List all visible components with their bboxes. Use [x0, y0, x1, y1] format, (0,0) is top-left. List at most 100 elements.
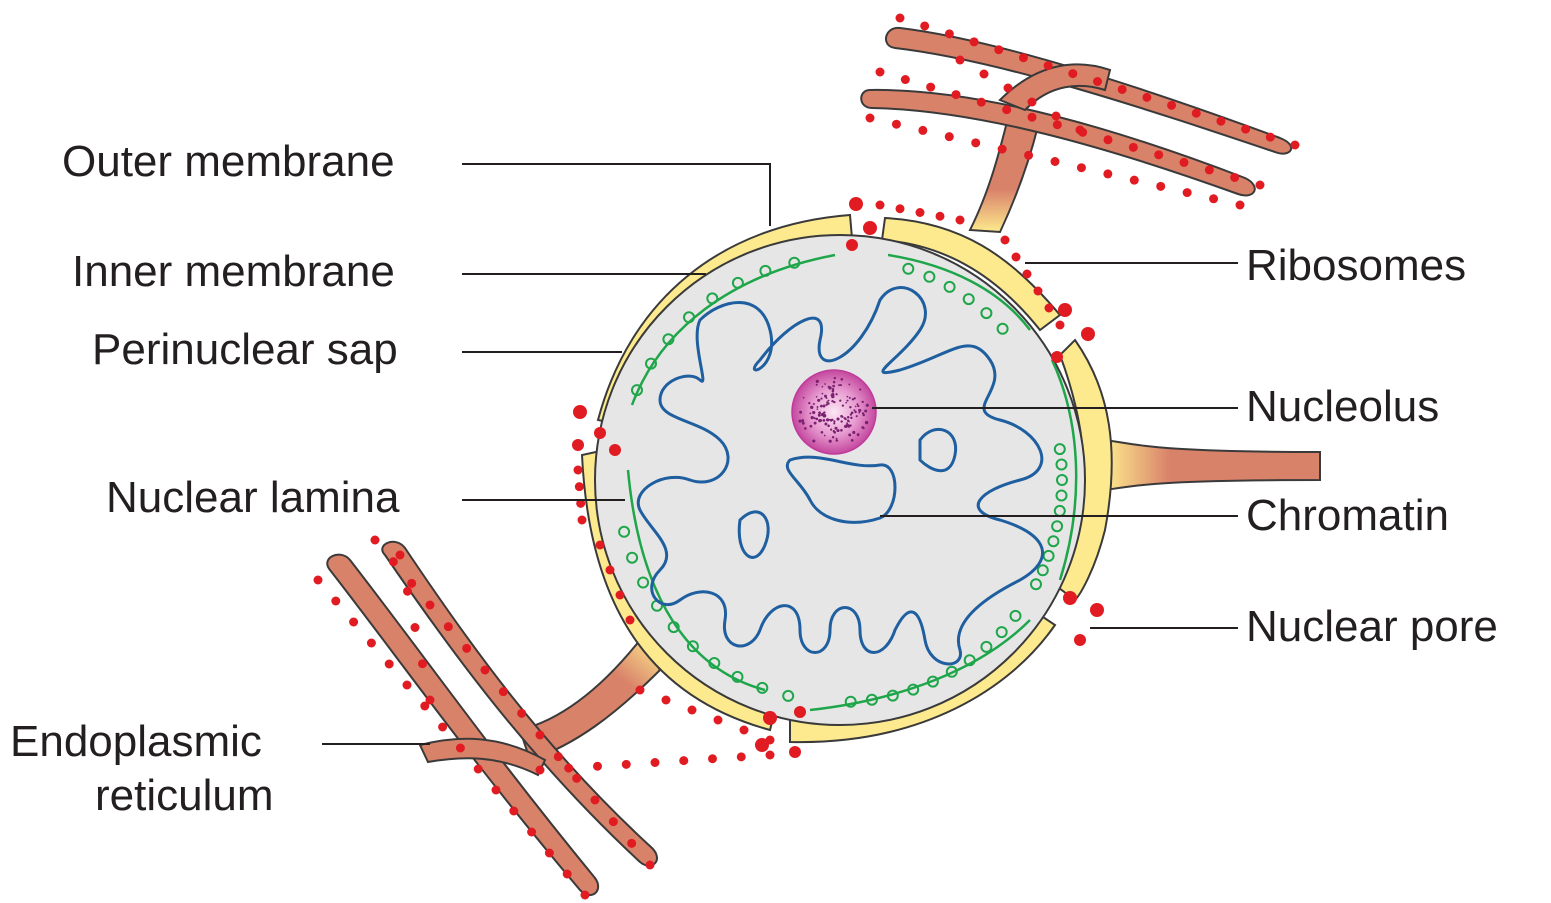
nucleolus-granule	[840, 384, 842, 386]
nucleolus-granule	[826, 418, 829, 421]
nucleolus-granule	[836, 438, 838, 440]
nucleolus-granule	[813, 403, 815, 405]
nucleolus-granule	[810, 425, 813, 428]
nucleolus-granule	[817, 406, 819, 408]
ribosome-dot	[926, 83, 935, 92]
ribosome-dot	[956, 216, 965, 225]
nucleolus-granule	[851, 439, 854, 442]
nucleolus-granule	[848, 383, 850, 385]
ribosome-dot	[536, 731, 545, 740]
ribosome-dot	[740, 726, 749, 735]
ribosome-dot	[679, 756, 688, 765]
nucleolus-granule	[822, 386, 824, 388]
nucleolus-granule	[818, 414, 821, 417]
nucleolus-granule	[824, 435, 826, 437]
ribosome-dot	[1063, 591, 1077, 605]
ribosome-dot	[578, 516, 587, 525]
nucleolus-granule	[858, 412, 860, 414]
ribosome-dot	[1034, 287, 1043, 296]
ribosome-dot	[1156, 182, 1165, 191]
nucleolus-granule	[830, 394, 832, 396]
ribosome-dot	[606, 566, 615, 575]
ribosome-dot	[574, 466, 583, 475]
nucleolus-granule	[818, 411, 821, 414]
nucleolus-granule	[836, 430, 838, 432]
nucleolus-granule	[823, 405, 826, 408]
ribosome-dot	[766, 751, 775, 760]
ribosome-dot	[314, 576, 323, 585]
nucleolus-granule	[803, 397, 805, 399]
nucleolus-granule	[823, 412, 825, 414]
nucleolus-granule	[816, 396, 818, 398]
ribosome-dot	[527, 828, 536, 837]
ribosome-dot	[1167, 101, 1176, 110]
ribosome-dot	[444, 622, 453, 631]
ribosome-dot	[952, 90, 961, 99]
ribosome-dot	[1028, 113, 1037, 122]
nucleolus-granule	[862, 401, 864, 403]
ribosome-dot	[499, 687, 508, 696]
ribosome-dot	[573, 405, 587, 419]
ribosome-dot	[572, 774, 581, 783]
ribosome-dot	[1068, 69, 1077, 78]
ribosome-dot	[1019, 53, 1028, 62]
nucleolus-granule	[820, 398, 822, 400]
ribosome-dot	[438, 723, 447, 732]
ribosome-dot	[563, 870, 572, 879]
ribosome-dot	[403, 587, 412, 596]
ribosome-dot	[1074, 634, 1086, 646]
nucleolus-granule	[812, 439, 815, 442]
nucleolus-granule	[831, 419, 833, 421]
nucleolus-granule	[835, 393, 837, 395]
ribosome-dot	[407, 579, 416, 588]
nucleolus-granule	[814, 417, 816, 419]
ribosome-dot	[1028, 98, 1037, 107]
nucleolus-granule	[842, 416, 844, 418]
nucleolus-granule	[823, 414, 826, 417]
ribosome-dot	[936, 212, 945, 221]
ribosome-dot	[1090, 603, 1104, 617]
ribosome-dot	[662, 696, 671, 705]
ribosome-dot	[945, 29, 954, 38]
ribosome-dot	[876, 68, 885, 77]
ribosome-dot	[474, 765, 483, 774]
label-chromatin: Chromatin	[1246, 490, 1449, 543]
nucleolus-granule	[847, 396, 849, 398]
ribosome-dot	[1216, 117, 1225, 126]
nucleolus-granule	[863, 414, 865, 416]
nucleolus-granule	[833, 401, 835, 403]
nucleolus-granule	[804, 427, 807, 430]
ribosome-dot	[1093, 77, 1102, 86]
nucleolus-granule	[820, 405, 823, 408]
ribosome-dot	[1081, 327, 1095, 341]
ribosome-dot	[411, 623, 420, 632]
ribosome-dot	[863, 221, 877, 235]
nucleolus-granule	[802, 419, 804, 421]
ribosome-dot	[1180, 158, 1189, 167]
ribosome-dot	[994, 45, 1003, 54]
nucleolus-granule	[834, 427, 837, 430]
ribosome-dot	[1236, 201, 1245, 210]
ribosome-dot	[1004, 84, 1013, 93]
ribosome-dot	[1103, 169, 1112, 178]
nucleolus-granule	[825, 404, 827, 406]
ribosome-dot	[426, 696, 435, 705]
nucleolus-granule	[849, 397, 851, 399]
nucleolus-granule	[840, 429, 843, 432]
ribosome-dot	[1230, 173, 1239, 182]
nucleolus-granule	[856, 415, 858, 417]
nucleolus-granule	[863, 427, 865, 429]
ribosome-dot	[1051, 351, 1063, 363]
nucleolus-granule	[821, 431, 824, 434]
nucleolus-granule	[852, 431, 855, 434]
ribosome-dot	[536, 766, 545, 775]
nucleolus-granule	[818, 419, 821, 422]
ribosome-dot	[1002, 105, 1011, 114]
ribosome-dot	[626, 616, 635, 625]
ribosome-dot	[1104, 135, 1113, 144]
ribosome-dot	[970, 37, 979, 46]
nucleolus-granule	[845, 418, 847, 420]
nucleolus-granule	[832, 385, 835, 388]
ribosome-dot	[755, 738, 769, 752]
ribosome-dot	[481, 666, 490, 675]
